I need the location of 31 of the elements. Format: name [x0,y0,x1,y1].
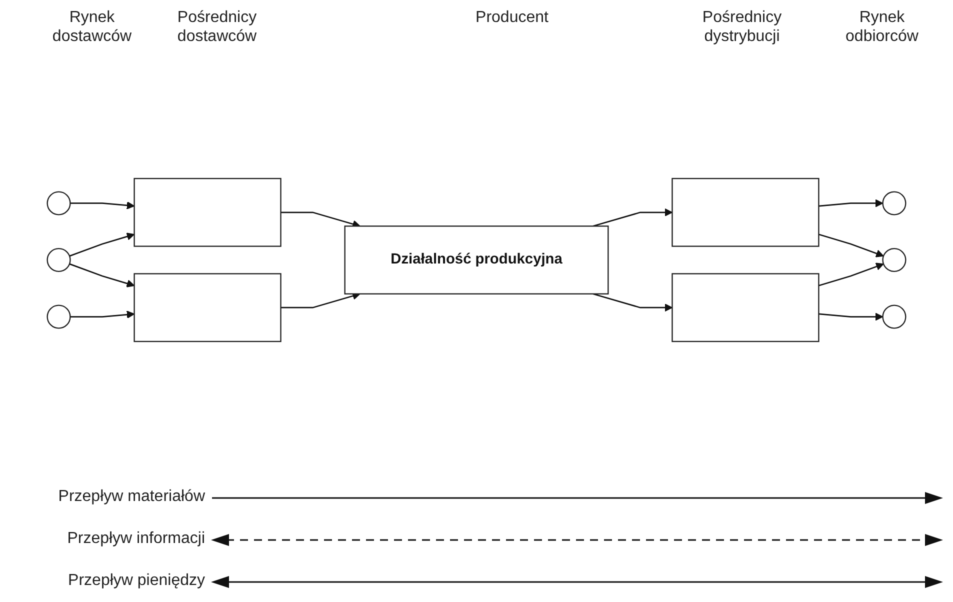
node-circle [882,191,906,216]
node-circle [882,304,906,329]
arrow [818,262,884,286]
column-heading: Rynek dostawców [51,8,133,46]
arrow [280,212,360,228]
column-heading: Pośrednicy dystrybucji [701,8,783,46]
arrow [280,292,360,308]
arrow [70,201,135,210]
arrow [592,293,673,312]
arrow [818,234,884,258]
node-box [672,273,820,342]
node-circle [46,191,71,216]
node-box: Działalność produkcyjna [344,226,609,294]
arrow [818,312,884,321]
node-circle [46,304,71,329]
node-circle [882,248,906,272]
arrow [818,199,884,208]
node-box [672,178,820,247]
node-box [134,178,282,247]
legend-label: Przepływ pieniędzy [67,572,205,590]
node-box [134,273,282,342]
arrow [69,263,135,288]
column-heading: Rynek odbiorców [844,8,920,46]
legend-label: Przepływ informacji [66,530,205,548]
column-heading: Producent [474,8,550,27]
column-heading: Pośrednicy dostawców [176,8,258,46]
legend-label: Przepływ materiałów [57,488,205,506]
node-circle [46,248,71,272]
arrow [70,310,135,319]
arrow [69,232,135,257]
arrow [592,208,673,227]
